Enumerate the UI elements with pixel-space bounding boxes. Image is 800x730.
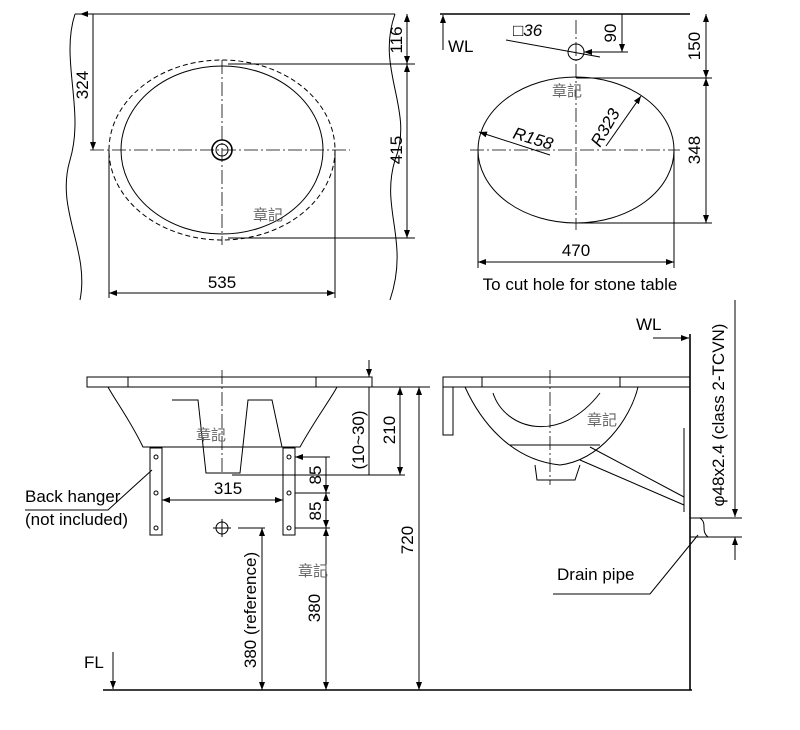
countertop-section <box>86 376 373 388</box>
pipe-spec-label: φ48x2.4 (class 2-TCVN) <box>709 324 728 507</box>
back-hanger-left <box>149 447 163 536</box>
dim-348: 348 <box>685 136 704 164</box>
dim-415: 415 <box>387 136 406 164</box>
countertop-section <box>442 376 691 388</box>
dim-380-reference: 380 (reference) <box>241 552 260 668</box>
dim-380: 380 <box>305 594 324 622</box>
dim-150: 150 <box>685 32 704 60</box>
stamp-mark: 章記 <box>253 206 283 224</box>
back-hanger-note: (not included) <box>25 510 128 529</box>
hole-dim: □36 <box>513 21 543 40</box>
dim-10-30: (10~30) <box>349 410 368 469</box>
side-section: WL 章記 φ48x2.4 (class 2-TCVN) Drain pipe <box>442 300 742 690</box>
stamp-mark-2: 章記 <box>298 562 328 580</box>
wl-label: WL <box>636 315 662 334</box>
back-hanger-label: Back hanger <box>25 487 121 506</box>
wl-label: WL <box>448 37 474 56</box>
dim-90: 90 <box>601 24 620 43</box>
plan-view: 324 116 415 535 章記 <box>65 13 415 301</box>
countertop-outline <box>65 13 402 301</box>
cutout-caption: To cut hole for stone table <box>483 275 678 294</box>
dim-210: 210 <box>380 416 399 444</box>
dim-535: 535 <box>208 273 236 292</box>
dim-116: 116 <box>387 26 406 53</box>
cutout-view: WL □36 90 150 348 470 R158 R323 章記 To cu… <box>440 13 712 294</box>
dim-470: 470 <box>562 241 590 260</box>
dim-324: 324 <box>73 71 92 99</box>
dim-85-lower: 85 <box>306 502 325 521</box>
drain-pipe-label: Drain pipe <box>557 565 635 584</box>
stamp-mark: 章記 <box>587 411 617 429</box>
fl-label: FL <box>84 653 104 672</box>
front-section: 315 85 85 (10~30) 210 720 380 (reference… <box>25 360 692 691</box>
dim-720: 720 <box>398 526 417 554</box>
dim-315: 315 <box>214 479 242 498</box>
stamp-mark: 章記 <box>552 82 582 100</box>
basin-body <box>107 386 338 448</box>
stamp-mark: 章記 <box>196 426 226 444</box>
